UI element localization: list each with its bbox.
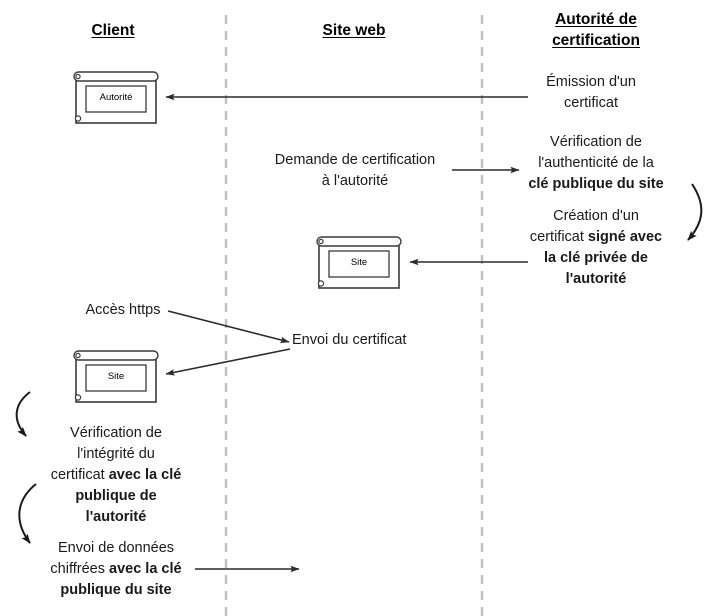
note-envoi-donnees-chiffrees-line1: Envoi de données [57,540,175,556]
note-emission-certificat: Émission d'un certificat [516,72,666,114]
certificate-icon-autorite [73,71,159,124]
certificate-icon-site-received [73,350,159,403]
note-verification-integrite-line5: l'autorité [85,509,147,525]
note-envoi-donnees-chiffrees: Envoi de données chiffrées avec la clé p… [45,538,187,601]
note-envoi-certificat: Envoi du certificat [292,330,440,351]
note-demande-certification-line2: à l'autorité [321,173,389,189]
certificate-icon-site-signed-label: Site [350,257,368,268]
note-verification-integrite-line4: publique de [75,488,157,504]
lane-header-site-web: Site web [294,20,414,41]
note-verification-authenticite: Vérification de l'authenticité de la clé… [518,132,674,195]
note-creation-certificat: Création d'un certificat signé avec la c… [518,206,674,290]
arrow-curve-client-verification [15,391,31,437]
lane-header-client-label: Client [91,22,135,39]
certificate-icon-site-received-label: Site [107,371,125,382]
note-envoi-certificat-line1: Envoi du certificat [292,332,407,348]
lane-header-site-web-label: Site web [322,22,386,39]
note-emission-certificat-line1: Émission d'un [546,74,636,90]
note-verification-integrite-line2: l'intégrité du [77,446,155,462]
lane-header-client: Client [53,20,173,41]
arrow-curve-autorite-creation [687,183,703,241]
note-acces-https: Accès https [58,300,188,321]
note-creation-certificat-line3: la clé privée de [544,250,648,266]
note-demande-certification: Demande de certification à l'autorité [262,150,448,192]
arrow-envoi-certificat-vers-client [165,348,291,376]
note-acces-https-line1: Accès https [85,302,161,318]
note-verification-authenticite-line3: clé publique du site [528,176,664,192]
note-envoi-donnees-chiffrees-line2-bold: avec la clé [109,561,182,577]
note-verification-authenticite-line2: l'authenticité de la [538,155,654,171]
note-demande-certification-line1: Demande de certification [274,152,436,168]
note-creation-certificat-line4: l'autorité [565,271,627,287]
note-verification-integrite-line3-plain: certificat [50,467,109,483]
note-verification-integrite-line3-bold: avec la clé [108,467,182,483]
lane-header-autorite-label-line1: Autorité de [555,11,637,28]
lane-header-autorite-de-certification: Autorité de certification [520,9,672,51]
note-verification-integrite-line1: Vérification de [70,425,162,441]
note-envoi-donnees-chiffrees-line2-plain: chiffrées [50,561,109,577]
note-verification-authenticite-line1: Vérification de [550,134,642,150]
note-emission-certificat-line2: certificat [564,95,618,111]
certificate-icon-site-signed [316,236,402,289]
lane-header-autorite-label-line2: certification [552,32,640,49]
arrow-curve-client-envoi-donnees [18,483,37,544]
note-creation-certificat-line1: Création d'un [553,208,639,224]
note-creation-certificat-line2-plain: certificat [529,229,588,245]
arrow-acces-https [167,310,290,344]
certificate-icon-autorite-label: Autorité [99,92,133,103]
note-creation-certificat-line2-bold: signé avec [587,229,663,245]
note-verification-integrite: Vérification de l'intégrité du certifica… [45,423,187,528]
note-envoi-donnees-chiffrees-line3: publique du site [60,582,172,598]
